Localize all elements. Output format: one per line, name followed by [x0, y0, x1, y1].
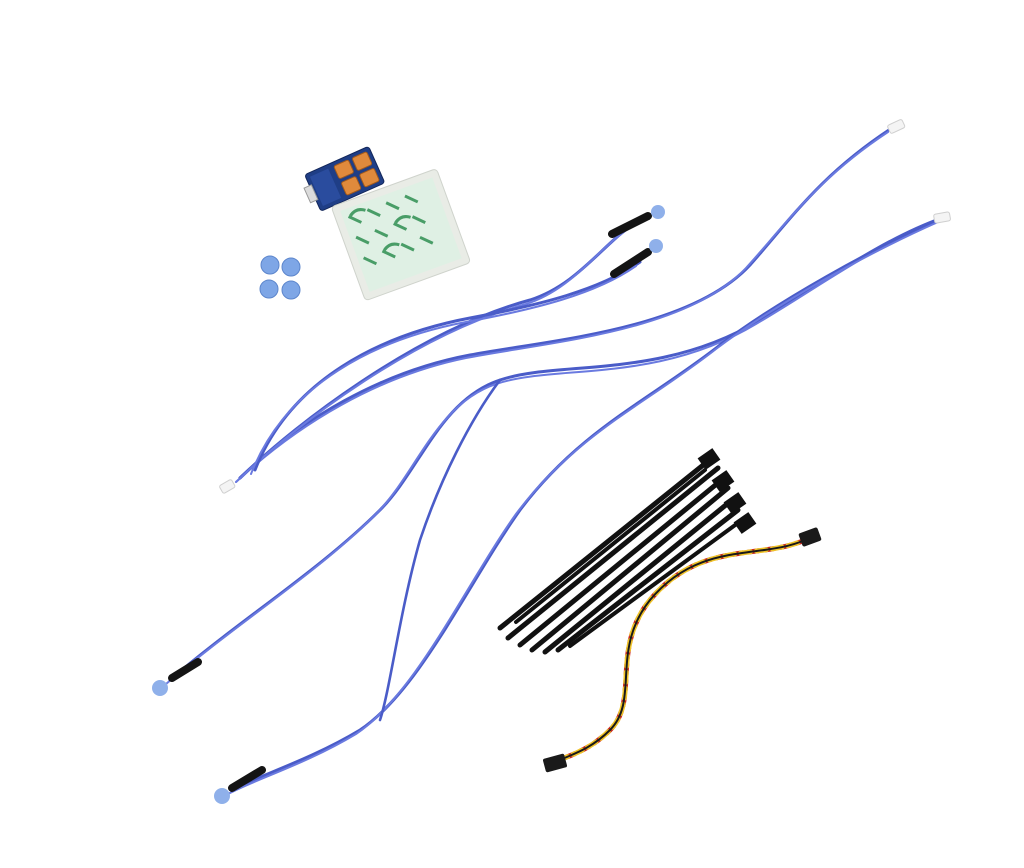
temperature-sensor-cables	[165, 126, 944, 795]
servo-connector-top	[798, 527, 822, 547]
sensor-cable-4	[227, 216, 944, 795]
adhesive-dot-1	[260, 255, 280, 275]
sensor-tip-4	[214, 766, 266, 804]
sensor-tip-2	[610, 239, 663, 278]
tape-green-pattern	[340, 177, 462, 292]
connector-right	[933, 211, 951, 224]
servo-extension-cable	[543, 527, 822, 773]
connector-top-right	[887, 119, 906, 134]
servo-connector-bottom	[543, 753, 567, 773]
sensor-tips	[152, 205, 665, 804]
adhesive-tape-pad	[331, 169, 471, 301]
pcb-module	[303, 146, 385, 211]
sensor-tip-3	[152, 658, 202, 696]
white-connectors	[219, 119, 951, 494]
adhesive-dot-4	[281, 280, 301, 300]
connector-left	[219, 479, 236, 494]
sensor-tip-1	[608, 205, 665, 238]
sensor-cable-2	[250, 260, 642, 475]
adhesive-dot-2	[281, 257, 301, 277]
cable-ties	[497, 448, 757, 655]
adhesive-dot-3	[259, 279, 279, 299]
adhesive-dots	[259, 255, 301, 300]
